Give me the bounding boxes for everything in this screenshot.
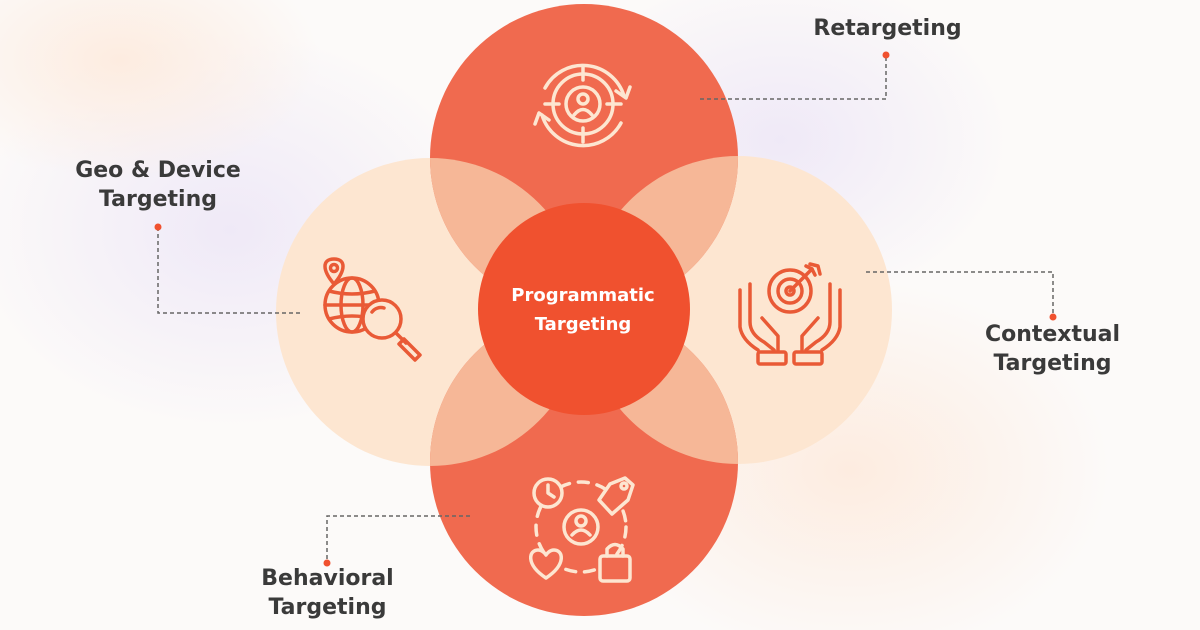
label-geo-device-line-2: Targeting xyxy=(98,187,217,212)
label-retargeting: Retargeting xyxy=(805,14,970,43)
label-contextual: Contextual Targeting xyxy=(970,320,1135,378)
hub-label-line-1: Programmatic xyxy=(511,285,655,306)
globe-search-icon xyxy=(323,257,422,362)
label-contextual-line-1: Contextual xyxy=(984,322,1121,347)
behavior-user-icon xyxy=(529,476,635,583)
label-geo-device-line-1: Geo & Device xyxy=(75,158,241,183)
label-retargeting-line-1: Retargeting xyxy=(813,16,962,41)
connector-retargeting xyxy=(700,51,890,100)
label-behavioral-line-1: Behavioral xyxy=(261,566,394,591)
label-behavioral-line-2: Targeting xyxy=(268,595,387,620)
circle-overlaps xyxy=(430,156,738,466)
connector-geo-device xyxy=(154,223,300,314)
label-geo-device: Geo & Device Targeting xyxy=(58,156,258,214)
connector-behavioral xyxy=(323,515,470,567)
hub-circle xyxy=(478,203,690,415)
label-behavioral: Behavioral Targeting xyxy=(240,564,415,622)
retargeting-cycle-icon xyxy=(533,63,632,148)
connector-contextual xyxy=(866,271,1057,321)
target-hands-icon xyxy=(738,262,842,366)
hub-label-line-2: Targeting xyxy=(534,314,632,335)
hub-label: Programmatic Targeting xyxy=(478,281,688,339)
label-contextual-line-2: Targeting xyxy=(993,351,1112,376)
